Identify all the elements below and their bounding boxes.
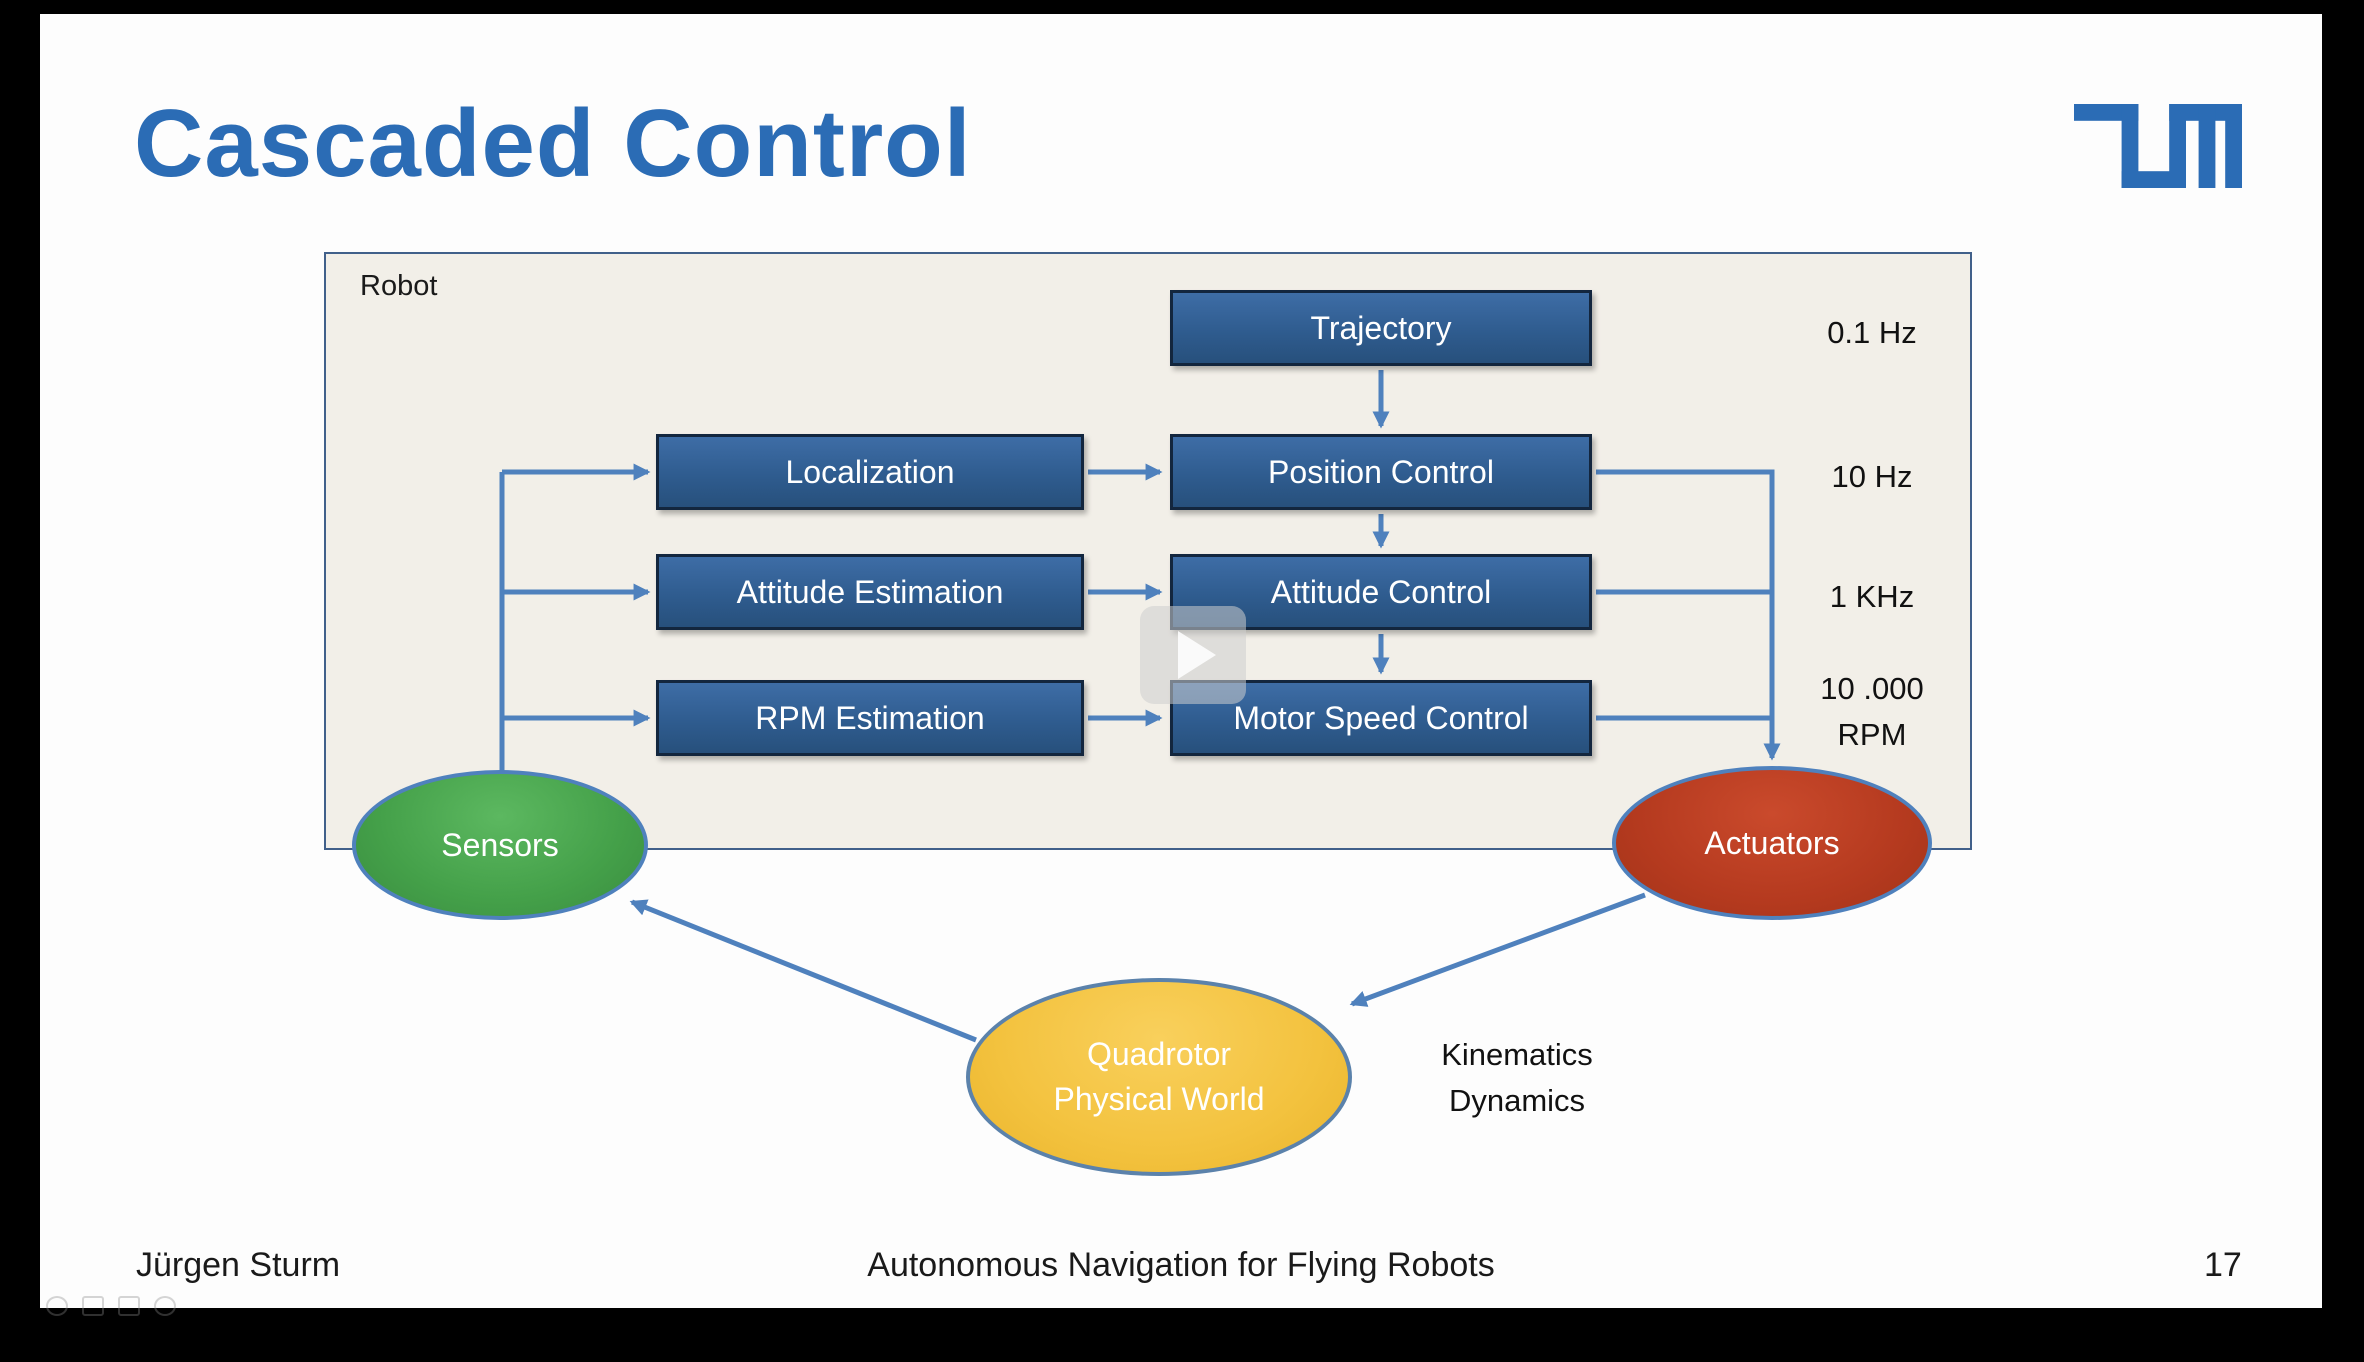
footer-page-number: 17 [2204, 1246, 2242, 1284]
tum-logo-icon [2074, 104, 2242, 188]
footer-author: Jürgen Sturm [136, 1246, 341, 1284]
video-annotation-toolbar [46, 1296, 176, 1316]
node-quadrotor-label-line1: Quadrotor [1086, 1036, 1232, 1072]
node-quadrotor-physical-world: Quadrotor Physical World [966, 978, 1352, 1176]
node-sensors: Sensors [352, 770, 648, 920]
box-rpm-estimation: RPM Estimation [656, 680, 1084, 756]
box-attitude-estimation: Attitude Estimation [656, 554, 1084, 630]
toolbar-undo-icon[interactable] [46, 1296, 68, 1316]
rate-motor-line2: RPM [1837, 717, 1907, 752]
box-position-control: Position Control [1170, 434, 1592, 510]
box-trajectory: Trajectory [1170, 290, 1592, 366]
rate-label-attitude: 1 KHz [1829, 579, 1915, 614]
node-sensors-label: Sensors [441, 826, 559, 863]
box-localization: Localization [656, 434, 1084, 510]
toolbar-marker-icon[interactable] [154, 1296, 176, 1316]
rate-label-trajectory: 0.1 Hz [1827, 315, 1917, 350]
annotation-line-kinematics: Kinematics [1441, 1037, 1593, 1072]
toolbar-notes-icon[interactable] [118, 1296, 140, 1316]
robot-container-label: Robot [360, 270, 438, 302]
rate-label-position: 10 Hz [1831, 459, 1913, 494]
rate-motor-line1: 10 .000 [1820, 671, 1924, 706]
annotation-line-dynamics: Dynamics [1448, 1083, 1586, 1118]
toolbar-pen-icon[interactable] [82, 1296, 104, 1316]
footer-course-title: Autonomous Navigation for Flying Robots [867, 1246, 1495, 1284]
slide-title: Cascaded Control [134, 90, 972, 197]
robot-container [324, 252, 1972, 850]
rate-label-motor: 10 .000 RPM [1762, 666, 1982, 758]
node-actuators: Actuators [1612, 766, 1932, 920]
node-quadrotor-label-line2: Physical World [1053, 1081, 1265, 1117]
play-icon [1178, 631, 1216, 679]
kinematics-dynamics-annotation: Kinematics Dynamics [1392, 1032, 1642, 1124]
node-actuators-label: Actuators [1704, 824, 1840, 861]
video-play-button[interactable] [1140, 606, 1246, 704]
